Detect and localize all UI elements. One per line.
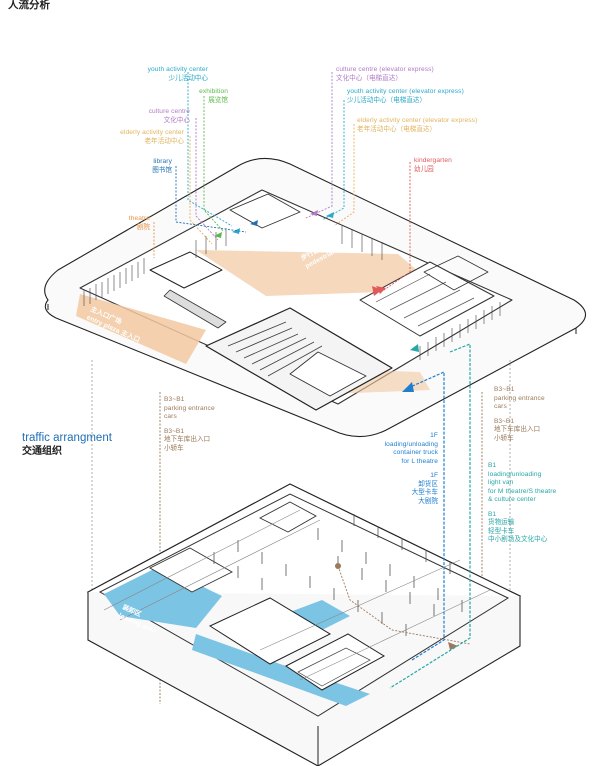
label-van-loading: B1 loading/unloading light van for M the… xyxy=(488,462,557,543)
label-youth-right: youth activity center (elevator express)… xyxy=(347,88,464,104)
entry-plaza xyxy=(76,294,206,364)
page-title: 人流分析 xyxy=(8,0,50,11)
label-truck-loading: 1F loading/unloading container truck for… xyxy=(384,432,438,505)
lower-level xyxy=(86,483,522,766)
label-parking-left: B3~B1 parking entrance cars B3~B1 地下车库出入… xyxy=(164,396,215,452)
label-parking-right: B3~B1 parking entrance cars B3~B1 地下车库出入… xyxy=(494,386,545,442)
pedestrian-zone xyxy=(196,250,440,296)
b2-loading-area xyxy=(104,566,222,628)
traffic-heading: traffic arrangment 交通组织 xyxy=(22,432,112,457)
label-elderly-right: elderly activity center (elevator expres… xyxy=(357,117,478,133)
label-culture-right: culture centre (elevator express)文化中心（电梯… xyxy=(336,66,434,82)
upper-level xyxy=(44,157,587,438)
loading-routes xyxy=(389,343,471,689)
